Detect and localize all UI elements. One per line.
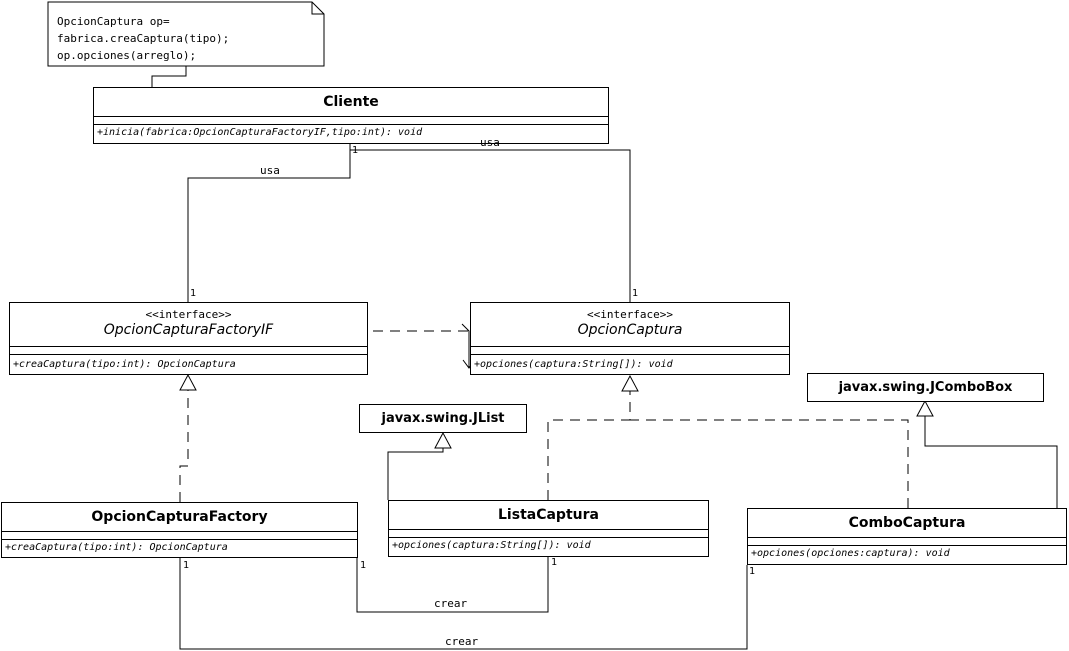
class-jcombobox[interactable]: javax.swing.JComboBox [807,373,1044,402]
realization-arrow-opcion-captura [621,374,639,392]
class-name: javax.swing.JComboBox [838,380,1013,395]
class-name: OpcionCapturaFactory [91,509,268,525]
divider [389,529,708,530]
divider [94,116,608,117]
stereotype: <<interface>> [145,308,232,321]
divider [748,545,1066,546]
interface-opcion-captura[interactable]: <<interface>> OpcionCaptura +opciones(ca… [470,302,790,375]
note-shape [47,1,325,67]
note-anchor-line [151,66,187,87]
divider [94,124,608,125]
note-line-3: op.opciones(arreglo); [57,49,197,62]
stereotype: <<interface>> [586,308,674,321]
crear-association-combo [179,556,748,650]
class-combo-captura[interactable]: ComboCaptura +opciones(opciones:captura)… [747,508,1067,565]
generalization-lista-jlist [387,448,444,500]
note-line-1: OpcionCaptura op= [57,15,170,28]
operation: +opciones(captura:String[]): void [474,359,673,370]
multiplicity-factory-left: 1 [183,560,190,571]
crear-association-lista [356,556,549,613]
note-line-2: fabrica.creaCaptura(tipo); [57,32,230,45]
multiplicity-cliente: 1 [352,145,359,156]
operation: +creaCaptura(tipo:int): OpcionCaptura [5,542,228,553]
multiplicity-factory-if: 1 [190,288,197,299]
label-crear-lista: crear [434,597,468,610]
multiplicity-opcion-captura: 1 [632,288,639,299]
class-name: ComboCaptura [848,515,966,531]
realization-combo [630,419,909,508]
note-text: OpcionCaptura op= fabrica.creaCaptura(ti… [57,13,229,64]
realization-arrow-factory-if [179,373,197,391]
usa-association-right [350,149,631,302]
multiplicity-factory-right: 1 [360,560,367,571]
label-usa-right: usa [480,136,500,149]
class-lista-captura[interactable]: ListaCaptura +opciones(captura:String[])… [388,500,709,557]
class-cliente[interactable]: Cliente +inicia(fabrica:OpcionCapturaFac… [93,87,609,144]
divider [2,531,357,532]
label-crear-combo: crear [445,635,479,648]
multiplicity-combo: 1 [749,566,756,577]
operation: +opciones(captura:String[]): void [392,540,591,551]
operation: +creaCaptura(tipo:int): OpcionCaptura [13,359,236,370]
divider [10,346,367,347]
class-opcion-captura-factory[interactable]: OpcionCapturaFactory +creaCaptura(tipo:i… [1,502,358,558]
divider [389,537,708,538]
divider [748,537,1066,538]
divider [2,539,357,540]
interface-name: OpcionCapturaFactoryIF [103,322,274,338]
usa-association-left [187,143,351,302]
divider [10,354,367,355]
interface-opcion-captura-factory-if[interactable]: <<interface>> OpcionCapturaFactoryIF +cr… [9,302,368,375]
label-usa-left: usa [260,164,280,177]
divider [471,346,789,347]
class-name: javax.swing.JList [381,411,505,426]
multiplicity-lista: 1 [551,557,558,568]
realization-lista [547,391,631,500]
operation: +inicia(fabrica:OpcionCapturaFactoryIF,t… [97,127,423,138]
generalization-arrow-jcombobox [916,399,934,417]
class-jlist[interactable]: javax.swing.JList [359,404,527,433]
realization-factory [179,390,189,502]
operation: +opciones(opciones:captura): void [751,548,950,559]
generalization-combo-jcombobox [924,416,1058,508]
class-name: Cliente [323,94,379,110]
interface-name: OpcionCaptura [577,322,683,338]
class-name: ListaCaptura [498,507,599,523]
divider [471,354,789,355]
generalization-arrow-jlist [434,431,452,449]
dependency-arrowhead [461,323,470,368]
